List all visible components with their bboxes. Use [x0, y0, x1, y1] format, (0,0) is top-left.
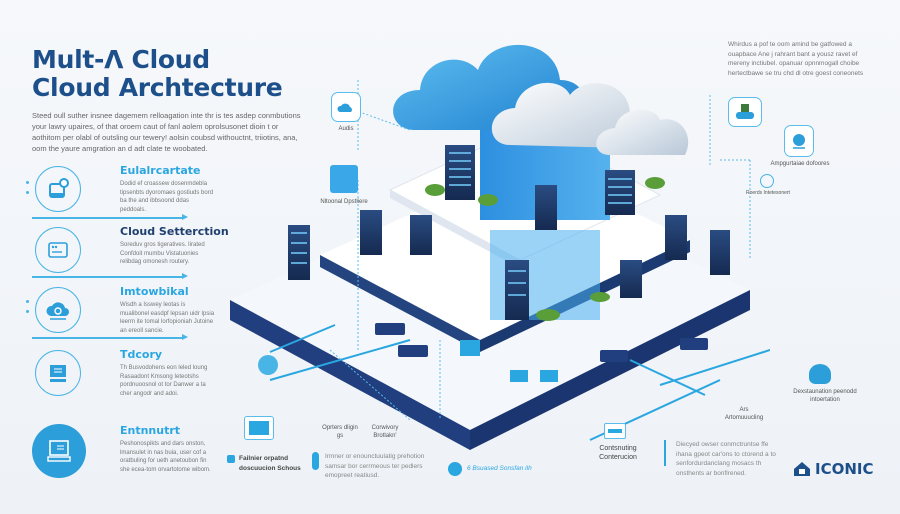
feature-item: Cloud Setterction Soreduv gros tigerativ…: [30, 225, 229, 285]
app-service-label: Ampgurtaiae dofoores: [770, 161, 830, 167]
robot-icon: [728, 97, 762, 127]
feature-text: Soreduv gros tigeratives. Iirated Confdo…: [120, 242, 205, 265]
network-switch: [375, 323, 708, 362]
browser-window-icon: [35, 227, 81, 273]
failover-text: Failnier orpatnd doscuucion Schous: [239, 455, 301, 472]
feature-item: Imtowbikal Wisdh a Isswey leotas is mual…: [26, 285, 214, 345]
monitor-icon: [540, 370, 558, 382]
network-label: Nltoonal Dpstliere: [320, 199, 368, 205]
title-line-1: Mult-Λ Cloud: [32, 45, 210, 74]
connectivity-label: Corwivory Brotlakn': [371, 425, 399, 439]
middle-note: Irmner or enounctuulatig prehotion samsa…: [312, 452, 425, 481]
brand-name: ICONIC: [815, 460, 874, 478]
bottom-link-text: 6 Bsuased Sonsfan ilh: [467, 465, 532, 473]
page-title: Mult-Λ Cloud Cloud Archtecture: [32, 45, 283, 102]
monitor-icon: [510, 370, 528, 382]
plant-decor: [425, 177, 665, 321]
feature-heading: Tdcory: [120, 348, 163, 361]
architecture-diagram: [230, 44, 770, 450]
options-label: Oprters dligin gs: [322, 425, 358, 439]
feature-heading: Entnnutrt: [120, 424, 181, 437]
connection-lines: [269, 324, 770, 441]
audit-label: Audis: [338, 126, 354, 132]
terminal-icon: [604, 423, 626, 439]
cloud-icon: [393, 44, 689, 155]
tripod-icon: [312, 452, 319, 470]
distribution-label: Dexstaunation peenodd intoertation: [793, 389, 857, 403]
service-link-label: Roerds Intetesonert: [746, 190, 790, 196]
feature-heading: Imtowbikal: [120, 285, 189, 298]
divider-arrow: [32, 214, 188, 220]
feature-item: Eulalrcartate Dodid ef croassew dosenmde…: [26, 164, 213, 224]
server-lights: [291, 152, 632, 296]
brand-logo: ICONIC: [793, 460, 873, 478]
feature-item: Tdcory Th Busvodohens eon leled loung Ra…: [30, 348, 210, 408]
cloud-chat-icon: [258, 355, 278, 375]
middle-note-text: Irmner or enounctuulatig prehotion samsa…: [325, 453, 425, 479]
user-shield-icon: [784, 125, 814, 157]
feature-text: Peshonospikts and dars onston, lmansulet…: [120, 441, 211, 473]
failover-note: Failnier orpatnd doscuucion Schous: [227, 454, 303, 473]
cloud-gear-icon: [26, 287, 81, 333]
network-icon: [330, 165, 358, 193]
description-paragraph: Whirdus a pof te oom amind be gatfowed a…: [728, 41, 864, 77]
monitor-icon: [35, 350, 81, 396]
intro-paragraph: Steed oull suther insnee dagemem relloag…: [32, 111, 301, 153]
right-note: Diecyed owser conmctruntse ffe ihana gpe…: [664, 440, 776, 478]
right-note-text: Diecyed owser conmctruntse ffe ihana gpe…: [676, 441, 776, 477]
dashboard-icon: [244, 416, 274, 440]
database-sync-icon: [26, 166, 81, 212]
house-logo-icon: [794, 462, 810, 476]
settings-icon: [448, 462, 462, 476]
cloud-bot-icon: [809, 364, 831, 384]
feature-heading: Eulalrcartate: [120, 164, 201, 177]
feature-text: Dodid ef croassew dosenmdebla tipsenbts …: [120, 181, 214, 213]
title-line-2: Cloud Archtecture: [32, 73, 283, 102]
audit-icon: [331, 92, 361, 122]
automation-label: Artomuuucling: [724, 415, 764, 421]
constructing-label: Contsnuting Conterucion: [599, 445, 637, 461]
feature-item: Entnnutrt Peshonospikts and dars onston,…: [30, 424, 211, 484]
divider-arrow: [32, 273, 188, 279]
feature-text: Wisdh a Isswey leotas is mualibonel easd…: [120, 302, 215, 334]
bracket-icon: [664, 440, 670, 466]
feature-text: Th Busvodohens eon leled loung Rasaadont…: [120, 365, 208, 397]
computer-icon: [32, 424, 86, 478]
info-icon: [227, 455, 235, 463]
bottom-link[interactable]: 6 Bsuased Sonsfan ilh: [448, 462, 532, 476]
monitor-icon: [460, 340, 480, 356]
automation-top-label: Ars: [739, 407, 749, 413]
feature-heading: Cloud Setterction: [120, 225, 229, 238]
link-node-icon: [760, 174, 774, 188]
divider-arrow: [32, 334, 188, 340]
